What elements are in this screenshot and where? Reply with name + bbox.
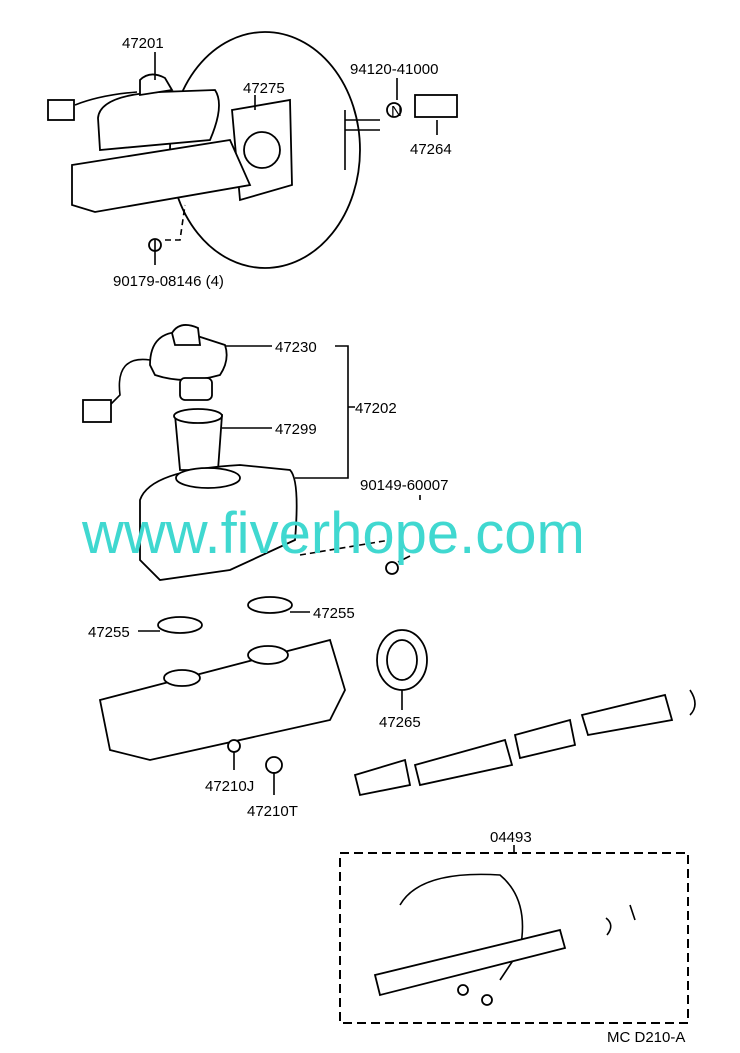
label-47255-left: 47255 [88,624,130,641]
piston-set [353,689,696,797]
label-04493: 04493 [490,829,532,846]
nut-mark: N [391,103,402,120]
watermark: www.fiverhope.com [81,501,585,566]
label-90149: 90149-60007 [360,477,448,494]
label-47210J: 47210J [205,778,254,795]
brake-booster [169,31,380,269]
label-47299: 47299 [275,421,317,438]
label-47230: 47230 [275,339,317,356]
diagram-code: MC D210-A [607,1029,685,1046]
master-cylinder-body [98,596,428,774]
label-47255-right: 47255 [313,605,355,622]
label-47275: 47275 [243,80,285,97]
label-47201: 47201 [122,35,164,52]
leader-lines [138,52,438,795]
label-47210T: 47210T [247,803,298,820]
label-94120-41000: 94120-41000 [350,61,438,78]
label-47202: 47202 [355,400,397,417]
push-rod-clevis [386,94,458,118]
master-cylinder-assembly-top [47,73,252,265]
label-47264: 47264 [410,141,452,158]
repair-kit-box [339,845,689,1024]
label-90179-08146: 90179-08146 (4) [113,273,224,290]
reservoir-exploded [82,324,399,581]
label-47265: 47265 [379,714,421,731]
